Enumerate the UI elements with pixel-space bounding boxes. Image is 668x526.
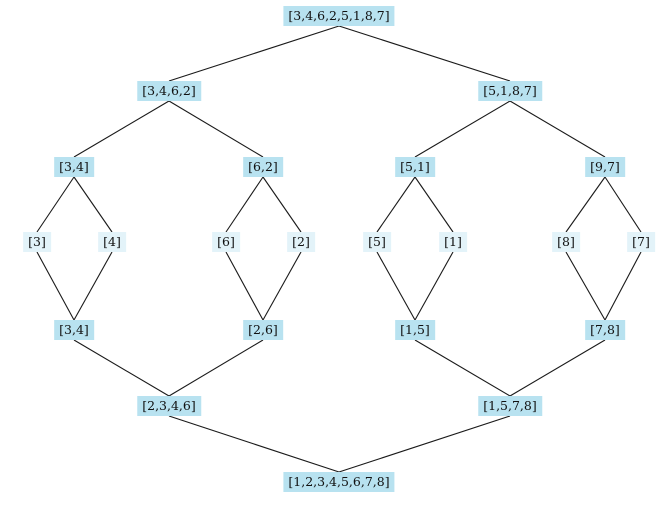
merge-node: [1,2,3,4,5,6,7,8]: [283, 472, 395, 492]
edge: [73, 251, 113, 321]
edge: [565, 176, 606, 233]
edge: [414, 100, 511, 158]
edge: [376, 176, 416, 233]
edge: [225, 176, 264, 233]
edge: [36, 251, 75, 321]
split-node: [6,2]: [243, 157, 283, 177]
split-node: [5,1]: [395, 157, 435, 177]
split-node: [4]: [98, 232, 126, 252]
edge: [168, 100, 264, 158]
merge-node: [2,6]: [243, 320, 283, 340]
edge: [168, 339, 264, 397]
edge: [509, 339, 606, 397]
merge-node: [2,3,4,6]: [137, 396, 201, 416]
edge: [36, 176, 75, 233]
split-node: [2]: [287, 232, 315, 252]
split-node: [3]: [23, 232, 51, 252]
edge: [376, 251, 416, 321]
edge: [225, 251, 264, 321]
split-node: [8]: [552, 232, 580, 252]
edge: [262, 251, 302, 321]
split-node: [3,4,6,2,5,1,8,7]: [283, 6, 395, 26]
split-node: [5,1,8,7]: [478, 81, 542, 101]
merge-node: [7,8]: [585, 320, 625, 340]
edge: [168, 415, 340, 473]
split-node: [5]: [363, 232, 391, 252]
edge: [73, 339, 170, 397]
edge: [338, 415, 511, 473]
edge: [73, 100, 170, 158]
split-node: [6]: [212, 232, 240, 252]
edge: [414, 251, 454, 321]
split-node: [9,7]: [585, 157, 625, 177]
edge: [338, 25, 511, 82]
edge: [509, 100, 606, 158]
merge-node: [1,5,7,8]: [478, 396, 542, 416]
split-node: [1]: [439, 232, 467, 252]
split-node: [3,4]: [54, 157, 94, 177]
edge: [604, 251, 642, 321]
merge-node: [1,5]: [395, 320, 435, 340]
edge: [414, 176, 454, 233]
edge: [262, 176, 302, 233]
split-node: [7]: [627, 232, 655, 252]
edge: [565, 251, 606, 321]
edge: [414, 339, 511, 397]
merge-node: [3,4]: [54, 320, 94, 340]
split-node: [3,4,6,2]: [137, 81, 201, 101]
edge: [168, 25, 340, 82]
edge: [604, 176, 642, 233]
edge: [73, 176, 113, 233]
